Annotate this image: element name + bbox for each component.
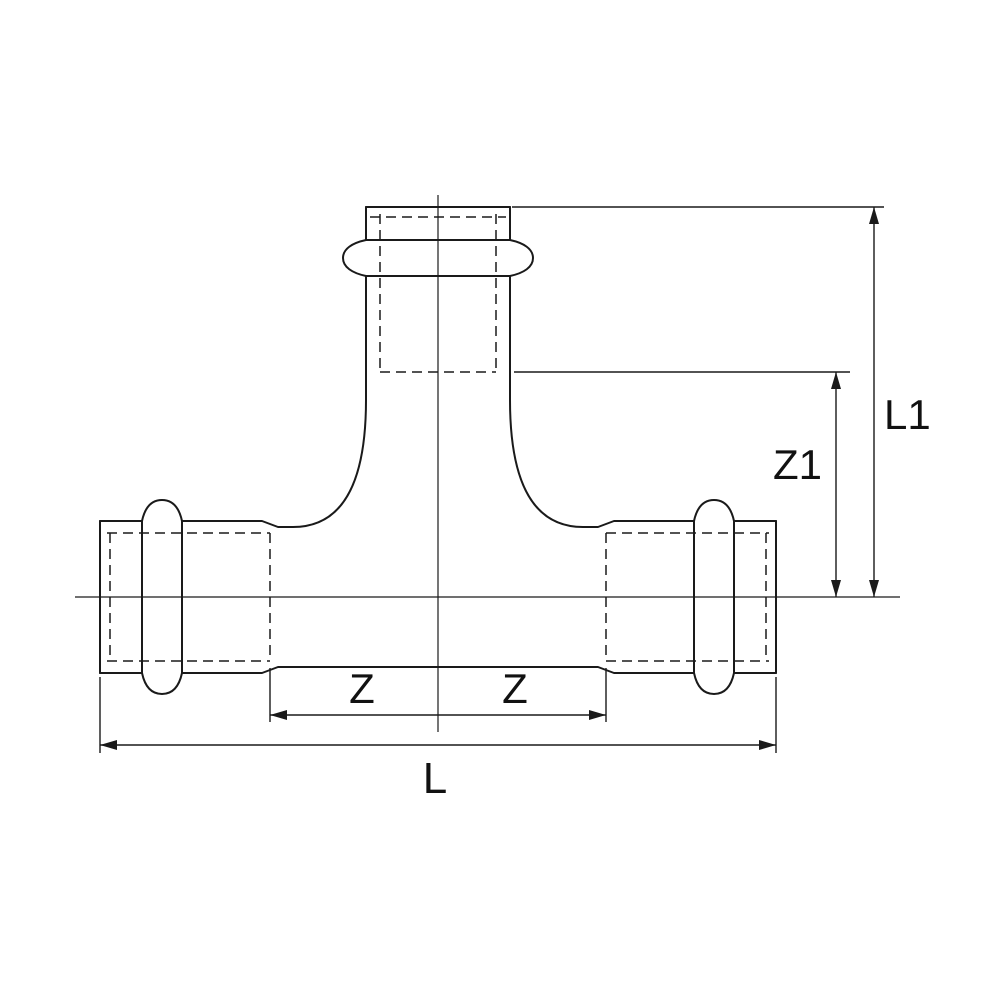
l1-arrow-up [869,207,879,224]
dimension-z: Z Z [269,665,607,722]
dimension-z1: Z1 [514,371,850,597]
z1-arrow-down [831,580,841,597]
right-bead-bottom-bulge [693,672,735,695]
branch-left-wall-fillet [181,275,367,528]
dimension-label-z1: Z1 [773,441,822,488]
dimension-label-l: L [423,754,447,803]
l1-arrow-down [869,580,879,597]
l-arrow-left [100,740,117,750]
branch-right-wall-fillet [509,275,695,528]
left-bead-top-bulge [141,499,183,522]
dimension-label-z-left: Z [349,665,375,712]
dimension-l1: L1 [512,206,931,597]
right-bead-top-bulge [693,499,735,522]
dimension-label-z-right: Z [502,665,528,712]
left-bead-bottom-bulge [141,672,183,695]
z-arrow-left [270,710,287,720]
centerlines [75,195,900,732]
branch-bead-right-bulge [509,239,534,277]
hidden-lines [107,214,769,662]
fitting-outline [99,206,777,695]
dimension-l: L [99,677,777,803]
l-arrow-right [759,740,776,750]
branch-bead-left-bulge [342,239,367,277]
run-bottom [181,666,695,674]
z1-arrow-up [831,372,841,389]
dimension-label-l1: L1 [884,391,931,438]
z-arrow-right [589,710,606,720]
